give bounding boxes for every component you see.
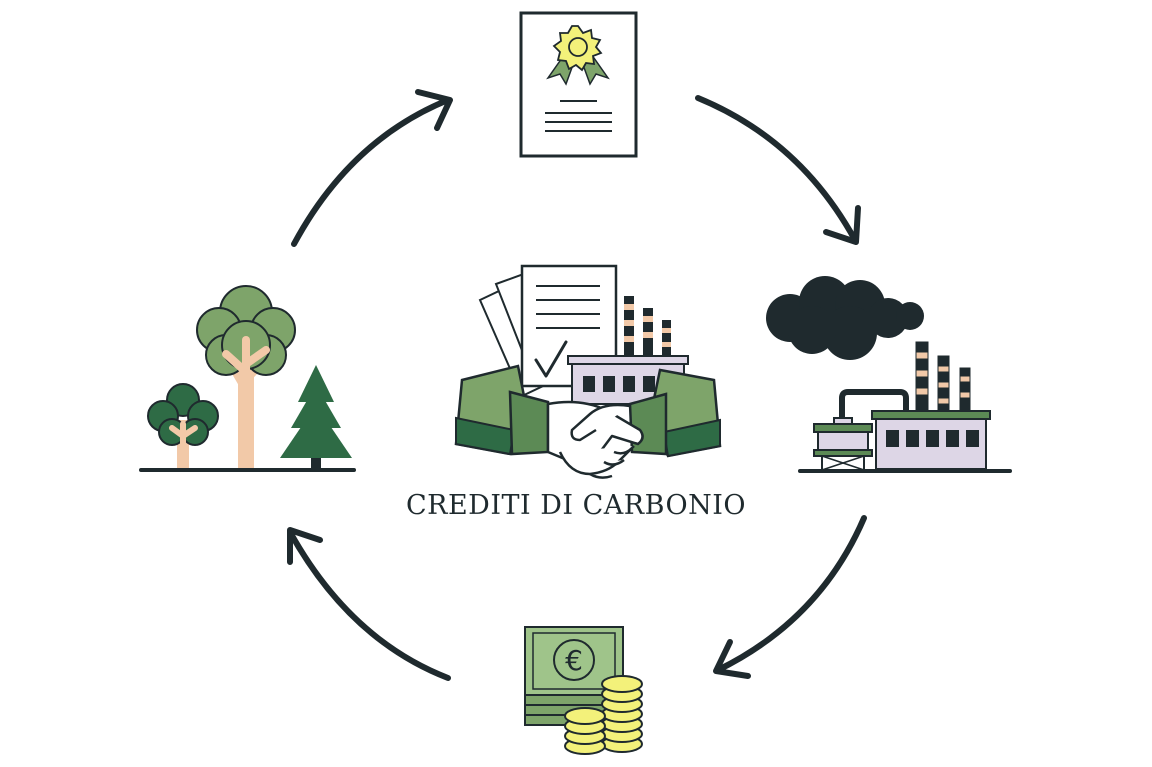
arrow-factory-to-money	[713, 515, 867, 679]
left-sleeve	[454, 364, 550, 456]
pine-tree	[280, 365, 352, 470]
arrow-forest-to-certificate	[291, 89, 453, 247]
certificate-icon	[519, 11, 638, 158]
small-tree	[147, 383, 219, 470]
arrow-certificate-to-factory	[695, 95, 861, 245]
shaking-hands	[546, 400, 644, 479]
smoke-cloud	[766, 276, 924, 360]
arrow-money-to-forest	[287, 527, 451, 681]
center-label: CREDITI DI CARBONIO	[405, 490, 747, 521]
handshake-agreement-icon	[454, 264, 722, 479]
storage-tank	[813, 417, 873, 471]
coin-stacks	[564, 675, 643, 755]
trees-icon	[139, 285, 356, 472]
chimneys	[915, 341, 971, 413]
euro-money-icon: €	[524, 626, 643, 755]
checkmark-icon	[534, 340, 568, 378]
euro-symbol: €	[565, 644, 583, 677]
big-tree	[196, 285, 296, 470]
polluting-factory-icon	[766, 276, 1012, 473]
cycle-arrows	[287, 89, 867, 681]
